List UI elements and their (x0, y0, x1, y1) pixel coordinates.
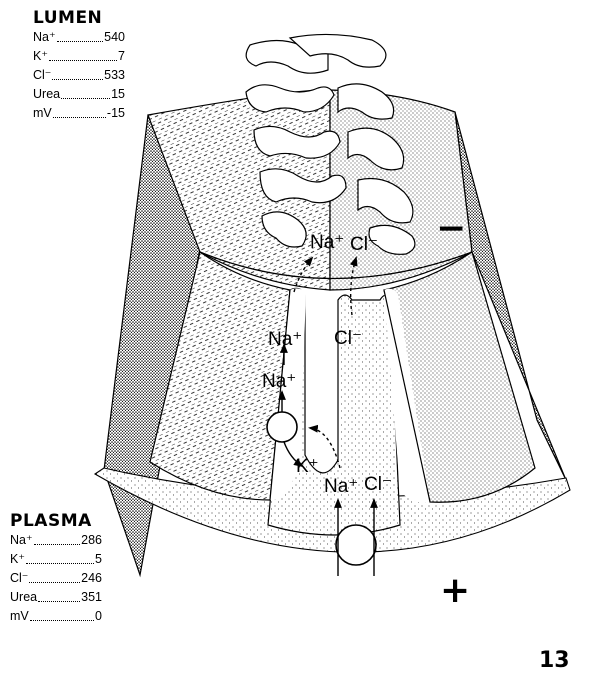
row-value: 7 (118, 47, 125, 66)
plasma-row-mv: mV 0 (10, 607, 102, 626)
row-value: -15 (107, 104, 125, 123)
row-value: 533 (104, 66, 125, 85)
row-value: 15 (111, 85, 125, 104)
figure-number: 13 (539, 648, 570, 673)
row-label: mV (10, 607, 29, 626)
row-value: 540 (104, 28, 125, 47)
cell-na-mid-label: Na⁺ (262, 371, 296, 392)
row-label: mV (33, 104, 52, 123)
row-label: K⁺ (10, 550, 25, 569)
cell-na-upper-label: Na⁺ (268, 329, 302, 350)
plasma-potential-sign: + (440, 570, 470, 611)
row-value: 246 (81, 569, 102, 588)
row-value: 351 (81, 588, 102, 607)
row-label: K⁺ (33, 47, 48, 66)
lumen-row-k: K⁺ 7 (33, 47, 125, 66)
lumen-row-mv: mV -15 (33, 104, 125, 123)
plasma-row-na: Na⁺ 286 (10, 531, 102, 550)
row-label: Urea (33, 85, 60, 104)
cell-k-label: K⁺ (296, 456, 319, 477)
lumen-title: LUMEN (33, 8, 125, 28)
row-label: Cl⁻ (33, 66, 51, 85)
basal-na-label: Na⁺ (324, 476, 358, 497)
plasma-row-urea: Urea 351 (10, 588, 102, 607)
lumen-potential-sign: − (436, 208, 466, 249)
lumen-row-cl: Cl⁻ 533 (33, 66, 125, 85)
lumen-row-na: Na⁺ 540 (33, 28, 125, 47)
plasma-row-cl: Cl⁻ 246 (10, 569, 102, 588)
row-label: Na⁺ (10, 531, 33, 550)
plasma-title: PLASMA (10, 511, 102, 531)
row-value: 0 (95, 607, 102, 626)
basal-cl-label: Cl⁻ (364, 474, 392, 495)
row-value: 5 (95, 550, 102, 569)
apical-na-label: Na⁺ (310, 232, 344, 253)
cell-cl-label: Cl⁻ (334, 328, 362, 349)
basal-cotransporter-circle (336, 525, 376, 565)
row-label: Urea (10, 588, 37, 607)
row-label: Na⁺ (33, 28, 56, 47)
na-k-pump-circle (267, 412, 297, 442)
row-label: Cl⁻ (10, 569, 28, 588)
plasma-composition-panel: PLASMA Na⁺ 286 K⁺ 5 Cl⁻ 246 Urea 351 mV 0 (10, 511, 102, 626)
plasma-row-k: K⁺ 5 (10, 550, 102, 569)
lumen-composition-panel: LUMEN Na⁺ 540 K⁺ 7 Cl⁻ 533 Urea 15 mV -15 (33, 8, 125, 123)
row-value: 286 (81, 531, 102, 550)
apical-cl-label: Cl⁻ (350, 234, 378, 255)
lumen-row-urea: Urea 15 (33, 85, 125, 104)
